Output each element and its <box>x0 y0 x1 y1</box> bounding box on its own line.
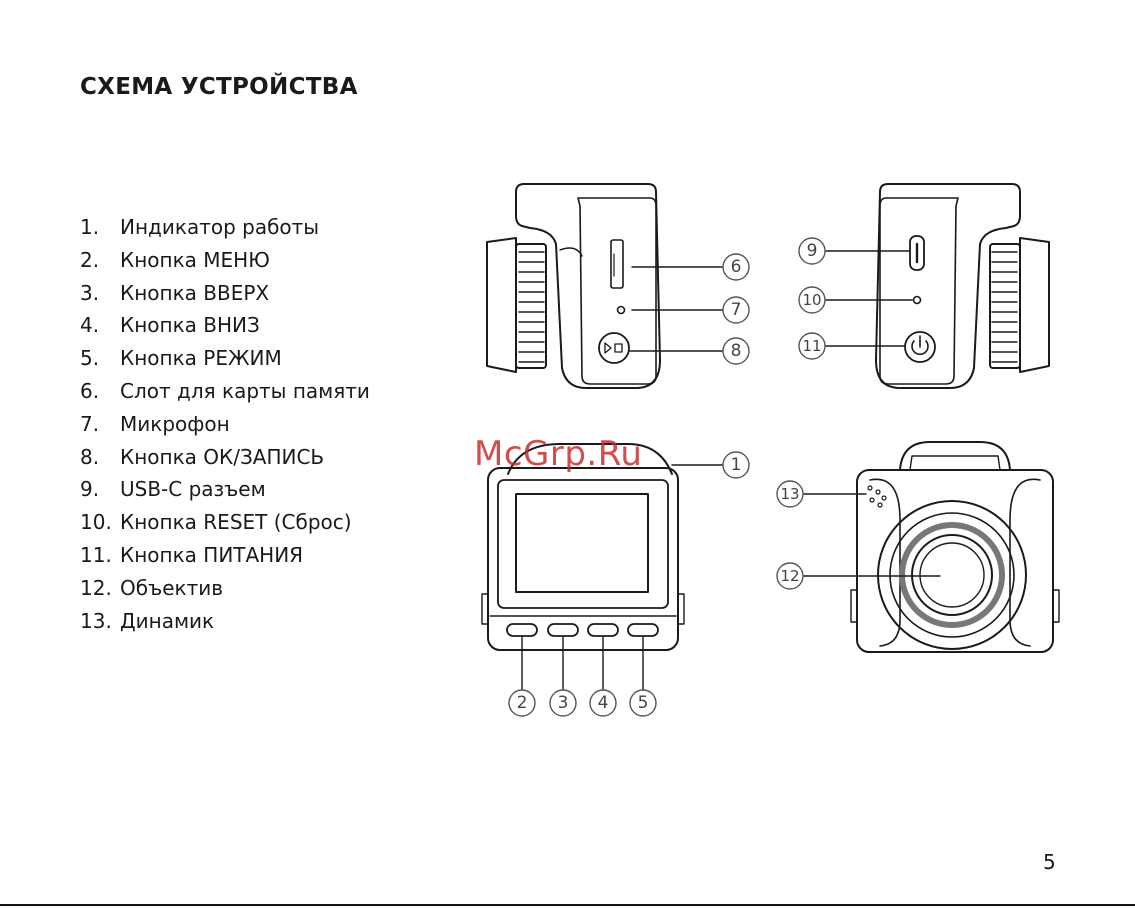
list-item: 10.Кнопка RESET (Сброс) <box>80 506 370 539</box>
watermark: McGrp.Ru <box>474 434 642 474</box>
parts-list: 1.Индикатор работы 2.Кнопка МЕНЮ 3.Кнопк… <box>80 211 370 637</box>
callout-5: 5 <box>638 693 649 713</box>
list-item: 8.Кнопка ОК/ЗАПИСЬ <box>80 441 370 474</box>
callout-12: 12 <box>780 567 799 585</box>
rear-view <box>482 444 684 650</box>
list-item: 1.Индикатор работы <box>80 211 370 244</box>
list-item: 7.Микрофон <box>80 408 370 441</box>
callout-10: 10 <box>802 291 821 309</box>
callout-4: 4 <box>598 693 609 713</box>
list-item: 3.Кнопка ВВЕРХ <box>80 277 370 310</box>
right-side-view <box>876 184 1049 388</box>
list-item: 6.Слот для карты памяти <box>80 375 370 408</box>
left-side-view <box>487 184 660 388</box>
list-item: 13.Динамик <box>80 605 370 638</box>
callout-6: 6 <box>731 257 742 277</box>
callout-3: 3 <box>558 693 569 713</box>
callout-13: 13 <box>780 485 799 503</box>
callout-8: 8 <box>731 341 742 361</box>
page-number: 5 <box>1043 850 1056 874</box>
front-view <box>851 442 1059 652</box>
callout-2: 2 <box>517 693 528 713</box>
bottom-rule <box>0 904 1135 906</box>
list-item: 5.Кнопка РЕЖИМ <box>80 342 370 375</box>
list-item: 11.Кнопка ПИТАНИЯ <box>80 539 370 572</box>
callout-11: 11 <box>802 337 821 355</box>
list-item: 9.USB-C разъем <box>80 473 370 506</box>
list-item: 12.Объектив <box>80 572 370 605</box>
callout-9: 9 <box>807 241 818 261</box>
callout-7: 7 <box>731 300 742 320</box>
list-item: 2.Кнопка МЕНЮ <box>80 244 370 277</box>
page-title: СХЕМА УСТРОЙСТВА <box>80 74 358 100</box>
list-item: 4.Кнопка ВНИЗ <box>80 309 370 342</box>
callout-1: 1 <box>731 455 742 475</box>
